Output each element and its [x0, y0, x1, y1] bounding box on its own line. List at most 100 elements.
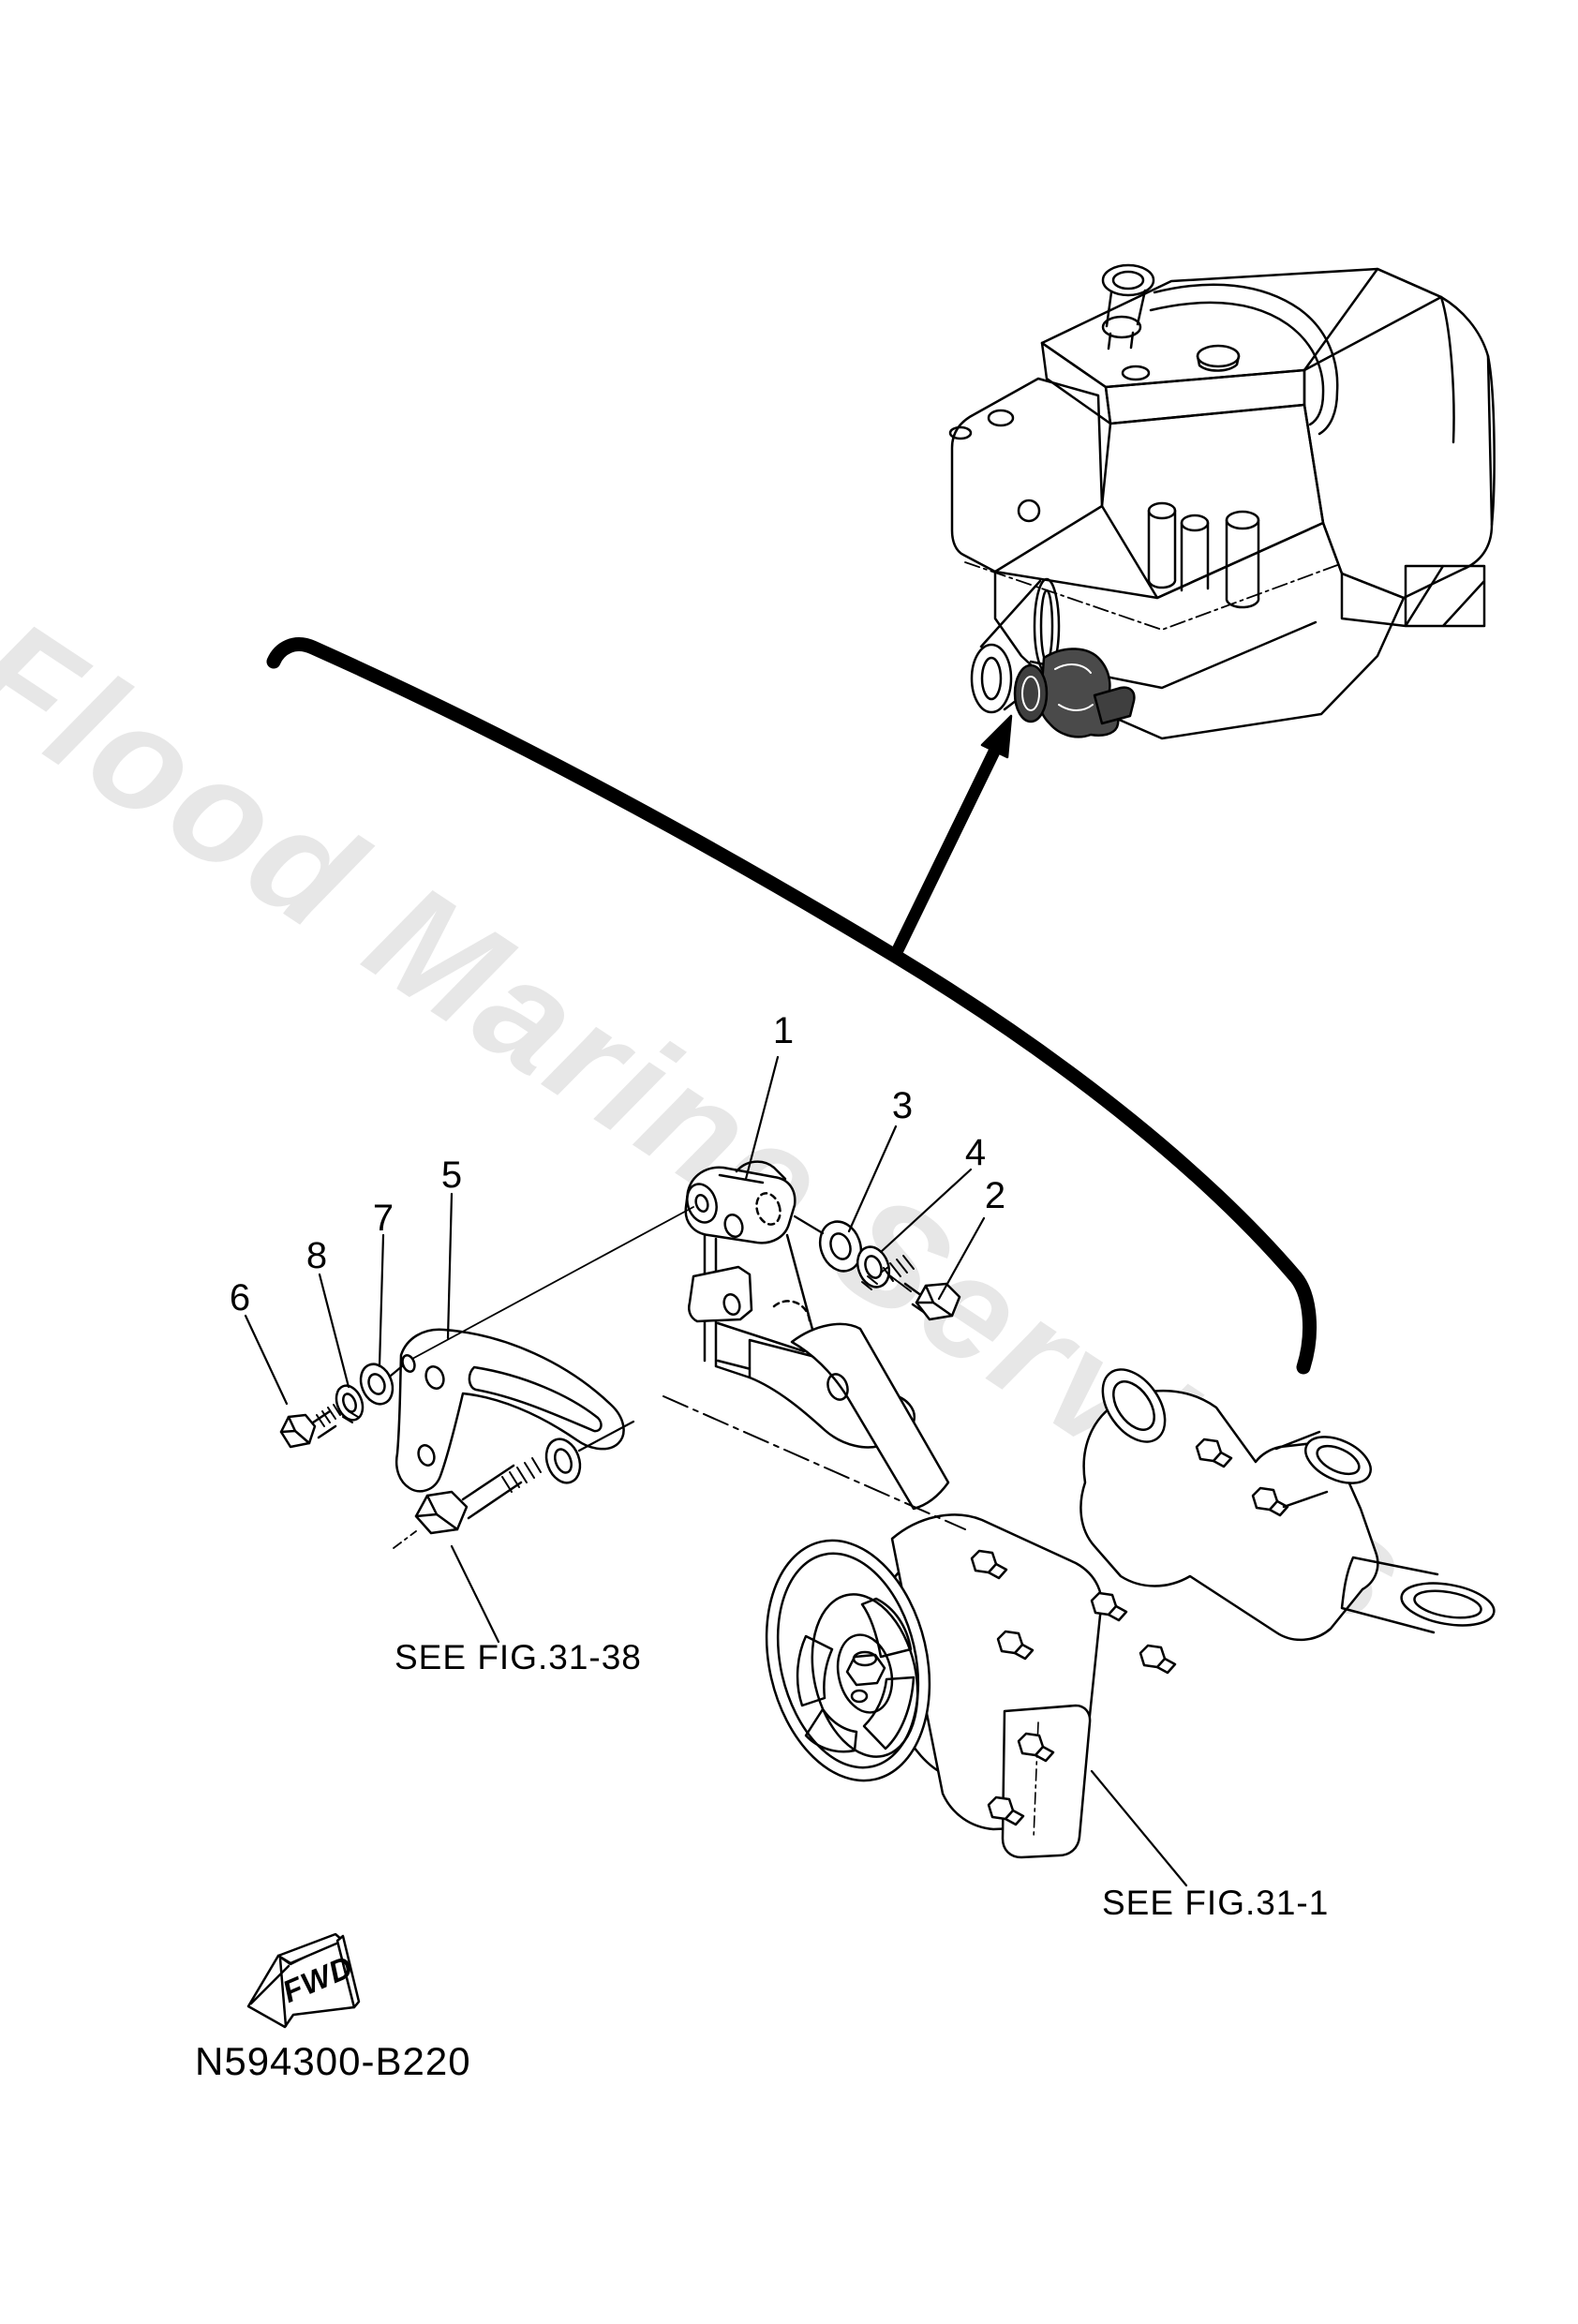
- refbolt-washer-hole: [554, 1448, 573, 1474]
- water-pump-assembly: [765, 1322, 1496, 1859]
- refbolt-washer-outer: [544, 1438, 582, 1484]
- hex-bolt-shank: [1212, 1451, 1233, 1468]
- hex-bolt-shank: [1034, 1745, 1055, 1763]
- pulley-spoke-cutout-3: [804, 1707, 858, 1753]
- refbolt-phantom: [393, 1530, 417, 1549]
- engine-funnel-neck: [1107, 331, 1135, 350]
- bolt2-threads: [880, 1255, 915, 1292]
- pump-hex-bolts: [970, 1438, 1289, 1826]
- bracket1-boss-end: [686, 1183, 718, 1224]
- washer3-hole: [829, 1232, 852, 1260]
- bracket1-hidden-arc: [772, 1300, 811, 1325]
- hex-bolt-shank: [1004, 1809, 1025, 1826]
- fwd-arrow-symbol: [246, 1932, 361, 2029]
- engine-center-block: [1100, 403, 1325, 600]
- bolt6-shank: [311, 1409, 337, 1439]
- bracket1-lug-hole: [722, 1293, 741, 1316]
- part-6-bolt: [279, 1404, 341, 1449]
- leader-5: [446, 1192, 454, 1340]
- hex-bolt-hexagon: [1251, 1486, 1279, 1512]
- hex-bolt-shank: [1155, 1657, 1177, 1675]
- outlet-pipe-bore: [1413, 1589, 1482, 1619]
- washer4-hole: [864, 1255, 883, 1279]
- hex-bolt-shank: [1268, 1499, 1289, 1517]
- bracket1-boss-hole-hidden: [755, 1192, 782, 1226]
- part-8-lock-washer: [335, 1384, 365, 1423]
- tube-3: [1225, 518, 1260, 609]
- tube-cap-1: [1147, 501, 1177, 520]
- leader-6: [244, 1314, 289, 1406]
- hex-bolt-head-6: [1251, 1486, 1289, 1517]
- callout-4: 4: [964, 1132, 987, 1173]
- pump-pulley-hub: [836, 1633, 894, 1714]
- engine-illustration: [948, 263, 1496, 740]
- pump-lower-slab: [1001, 1704, 1092, 1859]
- pump-highlight-detail: [1054, 663, 1094, 711]
- engine-funnel-rim: [1101, 263, 1155, 297]
- fwd-arrow-fold-lines: [249, 1957, 290, 2028]
- housing-neck2-pipe: [1274, 1430, 1329, 1509]
- housing-neck2-end: [1304, 1436, 1372, 1484]
- bracket5-hole-bottom: [417, 1444, 436, 1467]
- pump-pulley-outer: [765, 1539, 931, 1782]
- engine-crank-pulley-inner: [980, 656, 1003, 701]
- hex-bolt-hexagon: [1139, 1644, 1167, 1669]
- engine-front-pulley-inner: [1039, 588, 1054, 663]
- ref-bolt-fig-31-38: [393, 1438, 582, 1549]
- part-3-washer: [818, 1220, 863, 1273]
- pulley-spoke-cutout-4: [796, 1634, 834, 1707]
- outlet-pipe: [1340, 1556, 1439, 1634]
- washer4-outer: [856, 1245, 891, 1289]
- leader-washer-to-slot: [577, 1420, 635, 1452]
- engine-oil-cap: [1196, 344, 1241, 368]
- leader-boss-to-washer3: [793, 1214, 825, 1235]
- engine-mount-foot: [1340, 564, 1486, 628]
- bracket1-mid-lug: [688, 1265, 753, 1323]
- engine-left-tank-plug: [1017, 499, 1041, 523]
- leader-washer7-to-plate: [389, 1364, 404, 1378]
- pump-highlight-elbow: [1093, 686, 1136, 725]
- bracket1-boss-ear: [718, 1160, 787, 1184]
- leader-lines: [244, 1055, 1188, 1887]
- hex-bolt-shank: [1013, 1643, 1035, 1661]
- engine-lower-block: [993, 521, 1406, 740]
- engine-oil-cap-side: [1196, 354, 1241, 372]
- leader-1: [744, 1055, 780, 1181]
- pulley-spoke-cutout-1: [860, 1597, 913, 1659]
- engine-funnel-flange: [1101, 315, 1142, 339]
- callout-6: 6: [229, 1277, 251, 1318]
- engine-crank-pulley: [970, 643, 1013, 714]
- leader-3: [847, 1125, 898, 1233]
- bracket5-slot: [468, 1365, 603, 1433]
- leader-phantom-to-pump: [662, 1395, 966, 1530]
- hex-bolt-shank: [987, 1562, 1008, 1580]
- hex-bolt-head-4: [987, 1795, 1025, 1826]
- hex-bolt-hexagon: [987, 1795, 1015, 1821]
- swoosh-curve: [266, 637, 1317, 1375]
- group-leader-swoosh: [266, 637, 1317, 1375]
- engine-hose-outer: [1153, 283, 1339, 436]
- engine-right-tank: [1303, 267, 1494, 600]
- bolt6-threads: [316, 1404, 341, 1427]
- washer8-hole: [342, 1393, 357, 1413]
- housing-neck2-bore: [1316, 1444, 1361, 1476]
- washer3-outer: [818, 1220, 863, 1273]
- callout-2: 2: [984, 1175, 1006, 1216]
- part-5-curved-bracket: [394, 1328, 625, 1493]
- tube-1: [1147, 509, 1177, 589]
- bracket5-hole-mid: [424, 1365, 445, 1390]
- pump-arm-hole: [826, 1373, 849, 1401]
- hex-bolt-head-8: [1139, 1644, 1177, 1675]
- tube-cap-2: [1180, 514, 1210, 532]
- refbolt-head-facets: [414, 1494, 459, 1531]
- label-see-fig-31-1: SEE FIG.31-1: [1102, 1884, 1330, 1922]
- bracket5-hole-top: [401, 1354, 416, 1373]
- tube-2: [1180, 521, 1210, 592]
- leader-axis-plate-to-boss: [411, 1206, 694, 1360]
- pump-pulley-face: [811, 1593, 919, 1758]
- tube-cap-3: [1225, 510, 1260, 530]
- hex-bolt-head-1: [970, 1549, 1008, 1580]
- pump-pulley-rim: [776, 1552, 920, 1769]
- part-7-washer: [359, 1363, 394, 1406]
